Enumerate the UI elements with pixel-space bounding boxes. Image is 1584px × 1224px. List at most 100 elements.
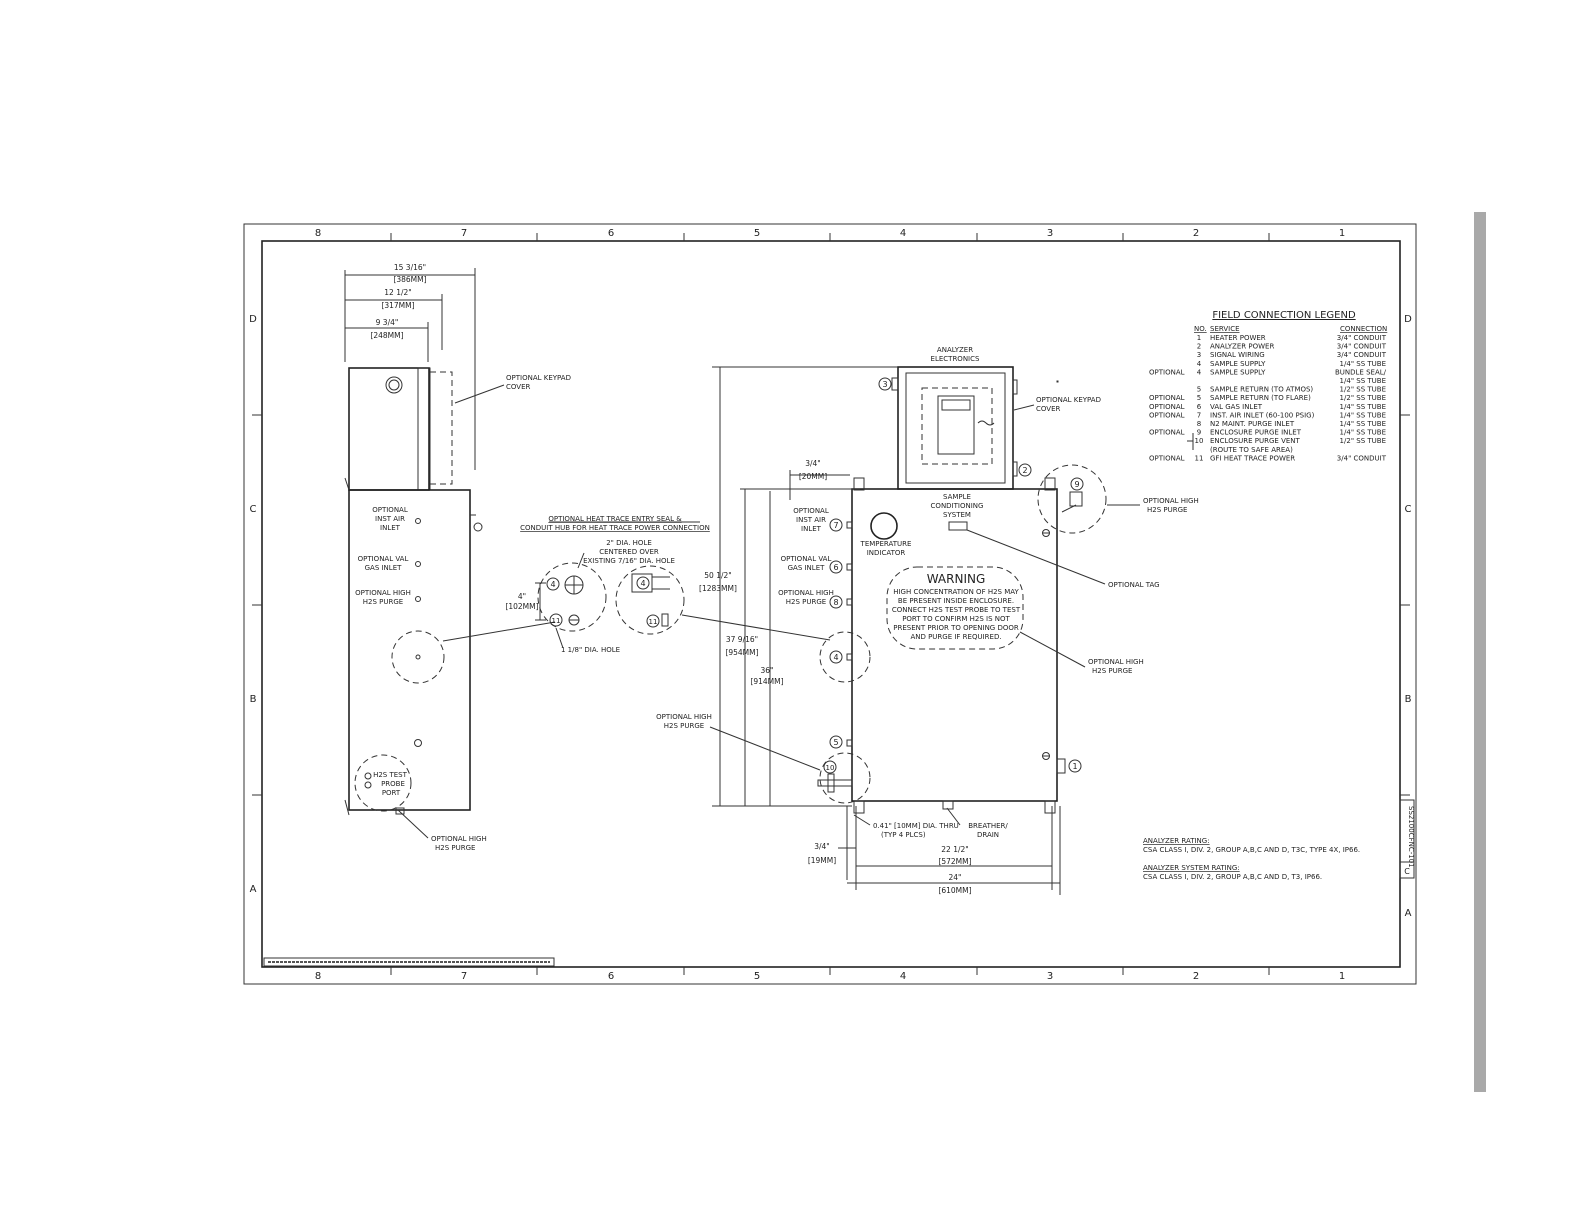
legend-row-11-no: 9 [1197,429,1201,437]
callout-7: 7 [829,518,843,532]
zone-row-a-right: A [1405,908,1412,919]
svg-text:4: 4 [640,579,645,588]
legend-row-7-service: SAMPLE RETURN (TO FLARE) [1210,394,1311,402]
front-inst-air-2: INST AIR [796,516,826,524]
callout-8: 8 [829,595,843,609]
dim-bottom-left-mm: [19MM] [808,856,836,865]
svg-text:7: 7 [833,521,838,530]
legend-row-1-no: 2 [1197,343,1201,351]
zone-row-c-right: C [1405,504,1412,515]
legend-row-8-service: VAL GAS INLET [1210,403,1263,411]
legend-row-0-conn: 3/4" CONDUIT [1337,334,1387,342]
analyzer-electronics-2: ELECTRONICS [931,355,980,363]
legend-row-6-no: 5 [1197,386,1201,394]
svg-text:10: 10 [826,764,835,772]
dim-height-2-in: 37 9/16" [726,635,758,644]
legend-row-4-no: 4 [1197,368,1202,376]
svg-text:6: 6 [833,563,838,572]
right-h2s-purge-1: OPTIONAL HIGH [1088,658,1144,666]
callout-11-detail-b: 11 [646,614,660,628]
legend-row-5-conn: 1/4" SS TUBE [1340,377,1386,385]
zone-row-b: B [250,694,257,705]
side-inst-air-1: OPTIONAL [372,506,408,514]
system-rating-title: ANALYZER SYSTEM RATING: [1143,864,1240,872]
dim-height-1-in: 50 1/2" [704,571,731,580]
side-dim-1-mm: [386MM] [393,275,426,284]
warning-line-6: AND PURGE IF REQUIRED. [910,633,1001,641]
outer-border [243,223,1417,985]
dim-height-1-mm: [1283MM] [699,584,737,593]
title-block: SS2100CFNC-101 C [1399,799,1415,879]
dim-top-mm: [20MM] [799,472,827,481]
front-inst-air-1: OPTIONAL [793,507,829,515]
legend-row-0-service: HEATER POWER [1210,334,1266,342]
zone-row-d-right: D [1404,314,1412,325]
callout-4-detail: 4 [546,577,560,591]
hole-note-1: 0.41" [10MM] DIA. THRU [873,822,959,830]
side-test-port-3: PORT [382,789,401,797]
legend-header-service: SERVICE [1210,325,1240,333]
temp-indicator-2: INDICATOR [867,549,906,557]
front-val-gas-2: GAS INLET [788,564,826,572]
side-dim-2-in: 12 1/2" [384,288,411,297]
legend-row-12-no: 10 [1195,437,1204,445]
callout-3: 3 [878,377,892,391]
legend-row-3-service: SAMPLE SUPPLY [1210,360,1266,368]
inner-border [261,240,1401,968]
side-test-port-2: PROBE [381,780,405,788]
front-view-labels: ANALYZER ELECTRONICS OPTIONAL KEYPAD COV… [656,346,1199,895]
analyzer-rating-text: CSA CLASS I, DIV. 2, GROUP A,B,C AND D, … [1143,846,1360,854]
legend-row-8-no: 6 [1197,403,1202,411]
zone-row-d: D [249,314,257,325]
drawing-number: SS2100CFNC-101 [1407,806,1415,868]
svg-text:3: 3 [882,380,887,389]
proprietary-notice [263,957,555,967]
svg-text:11: 11 [649,618,658,626]
legend-row-8-opt: OPTIONAL [1149,403,1185,411]
vertical-scrollbar[interactable] [1474,212,1486,1092]
legend-title: FIELD CONNECTION LEGEND [1212,310,1356,321]
callout-5: 5 [829,735,843,749]
low-h2s-purge-1: OPTIONAL HIGH [656,713,712,721]
legend-row-4-service: SAMPLE SUPPLY [1210,368,1266,376]
zone-col-7: 7 [461,228,467,239]
zone-col-3: 3 [1047,228,1053,239]
front-h2s-purge-1: OPTIONAL HIGH [778,589,834,597]
detail-hole-note-3: EXISTING 7/16" DIA. HOLE [583,557,675,565]
dim-width-1-mm: [572MM] [938,857,971,866]
side-keypad-label-1: OPTIONAL KEYPAD [506,374,571,382]
side-h2s-purge-2: H2S PURGE [363,598,403,606]
side-view [344,268,556,839]
warning-line-3: CONNECT H2S TEST PROBE TO TEST [892,606,1021,614]
callout-11-detail: 11 [549,613,563,627]
legend-row-14-conn: 3/4" CONDUIT [1337,454,1387,462]
legend-row-13-service: (ROUTE TO SAFE AREA) [1210,446,1293,454]
warning-line-2: BE PRESENT INSIDE ENCLOSURE. [898,597,1014,605]
zone-col-1-bottom: 1 [1339,971,1345,982]
side-val-gas-2: GAS INLET [365,564,403,572]
dim-bottom-left-in: 3/4" [814,842,830,851]
side-h2s-purge-1: OPTIONAL HIGH [355,589,411,597]
bottom-zone-ticks [390,967,1270,975]
legend-row-6-conn: 1/2" SS TUBE [1340,386,1386,394]
svg-text:1: 1 [1072,762,1077,771]
legend-row-14-no: 11 [1195,454,1204,462]
legend-row-9-no: 7 [1197,411,1201,419]
legend-row-7-opt: OPTIONAL [1149,394,1185,402]
zone-col-8: 8 [315,228,321,239]
zone-col-6: 6 [608,228,614,239]
legend-row-2-conn: 3/4" CONDUIT [1337,351,1387,359]
zone-col-2-bottom: 2 [1193,971,1199,982]
callouts: 1 2 3 4 4 4 5 6 7 8 9 10 11 11 [546,377,1084,774]
legend-row-3-conn: 1/4" SS TUBE [1340,360,1386,368]
front-keypad-label-1: OPTIONAL KEYPAD [1036,396,1101,404]
side-dim-2-mm: [317MM] [381,301,414,310]
front-h2s-purge-2: H2S PURGE [786,598,826,606]
zone-col-7-bottom: 7 [461,971,467,982]
zone-row-c: C [250,504,257,515]
zone-col-5-bottom: 5 [754,971,760,982]
legend-row-4-conn: BUNDLE SEAL/ [1335,368,1387,376]
optional-tag-label: OPTIONAL TAG [1108,581,1160,589]
